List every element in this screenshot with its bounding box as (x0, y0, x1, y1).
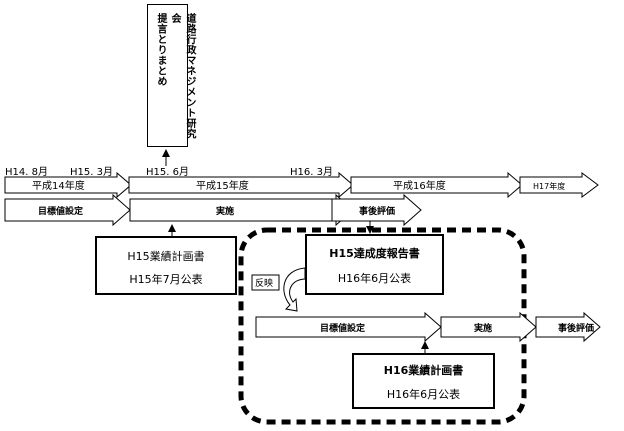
fy16-label: 平成16年度 (393, 179, 446, 192)
feedback-curved-arrow (283, 267, 306, 312)
h16-phase-implement-label: 実施 (474, 322, 492, 334)
h16-phase-target-arrow (255, 311, 442, 343)
feedback-label-box (251, 274, 280, 291)
fy14-label: 平成14年度 (32, 179, 85, 192)
h16-phase-evaluation-label: 事後評価 (558, 322, 594, 334)
fy15-label: 平成15年度 (196, 179, 249, 192)
h16-phase-evaluation-arrow (535, 311, 601, 343)
phase-implement-arrow (129, 193, 354, 227)
h15-plan-title: H15業績計画書 (127, 250, 205, 263)
phase-target-arrow (4, 193, 131, 227)
feedback-label: 反映 (255, 277, 273, 289)
date-h14-aug: H14. 8月 (5, 166, 48, 178)
research-group-title: 道路行政マネジメント研究会 (169, 13, 195, 139)
h15-plan-date: H15年7月公表 (129, 273, 203, 286)
h16-performance-plan-box: H16業績計画書 H16年6月公表 (352, 353, 495, 409)
fy17-label: H17年度 (533, 181, 565, 191)
fy17-arrow (519, 172, 599, 198)
h15-achievement-report-box: H15達成度報告書 H16年6月公表 (305, 234, 444, 295)
date-h16-mar: H16. 3月 (290, 166, 333, 178)
research-group-proposal-box: 道路行政マネジメント研究会 提言とりまとめ (147, 4, 195, 147)
h16-phase-target-label: 目標値設定 (320, 322, 366, 334)
fy15-arrow (128, 171, 354, 199)
fy14-arrow (4, 171, 132, 199)
h16-plan-title: H16業績計画書 (383, 364, 464, 377)
phase-evaluation-label: 事後評価 (359, 205, 395, 217)
phase-target-label: 目標値設定 (38, 205, 84, 217)
date-h15-jun: H15. 6月 (146, 166, 189, 178)
date-h15-mar: H15. 3月 (70, 166, 113, 178)
h16-phase-implement-arrow (440, 311, 537, 343)
h15-report-date: H16年6月公表 (337, 272, 412, 285)
phase-implement-label: 実施 (216, 205, 234, 217)
h16-plan-date: H16年6月公表 (386, 388, 461, 401)
proposal-summary-title: 提言とりまとめ (155, 13, 166, 87)
fy16-arrow (350, 171, 523, 199)
h15-report-title: H15達成度報告書 (329, 247, 420, 260)
phase-evaluation-arrow (331, 193, 422, 227)
h15-performance-plan-box: H15業績計画書 H15年7月公表 (95, 236, 237, 295)
